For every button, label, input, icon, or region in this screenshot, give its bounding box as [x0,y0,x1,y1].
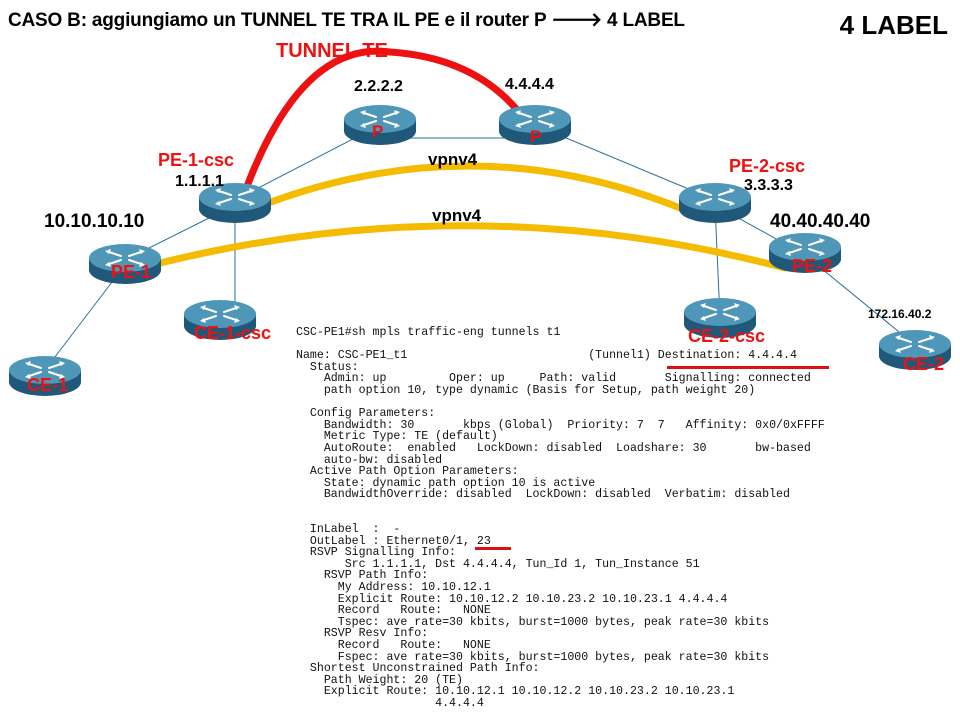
cli-line: AutoRoute: enabled LockDown: disabled Lo… [296,441,811,455]
vpnv4-session-top [241,162,694,216]
p-left-address: 2.2.2.2 [354,78,403,95]
cli-line: CSC-PE1#sh mpls traffic-eng tunnels t1 [296,326,561,339]
pe2csc-address: 3.3.3.3 [744,177,793,194]
pe1csc-address: 1.1.1.1 [175,173,224,190]
cli-line: Name: CSC-PE1_t1 (Tunnel1) Destination: … [296,349,797,363]
cli-line: Tspec: ave rate=30 kbits, burst=1000 byt… [296,615,770,629]
cli-line: 4.4.4.4 [296,697,484,710]
ce2-address: 172.16.40.2 [868,307,932,321]
cli-line: Record Route: NONE [296,604,491,618]
vpnv4-session-bottom [148,222,789,272]
cli-line: Path Weight: 20 (TE) [296,673,463,687]
cli-line: InLabel : - [296,523,401,537]
page-title: CASO B: aggiungiamo un TUNNEL TE TRA IL … [8,9,685,31]
pe1-address: 10.10.10.10 [44,211,145,232]
label-count-badge: 4 LABEL [839,10,948,40]
cli-line: Metric Type: TE (default) [296,430,498,444]
cli-line: State: dynamic path option 10 is active [296,476,596,490]
p-right-address: 4.4.4.4 [505,76,554,93]
cli-line: Explicit Route: 10.10.12.2 10.10.23.2 10… [296,592,728,606]
p-right-name: P [530,127,542,146]
cli-line: Admin: up Oper: up Path: valid Signallin… [296,372,811,386]
cli-line: Fspec: ave rate=30 kbits, burst=1000 byt… [296,650,770,664]
ce2-name: CE-2 [903,354,945,374]
cli-line: Explicit Route: 10.10.12.1 10.10.12.2 10… [296,685,735,699]
cli-line: Shortest Unconstrained Path Info: [296,662,540,676]
destination-underline [667,366,829,369]
pe2-address: 40.40.40.40 [770,211,871,232]
cli-line: Status: [296,360,359,374]
cli-line: RSVP Path Info: [296,569,429,583]
tunnel-te-label: TUNNEL TE [276,40,388,62]
te-tunnel-path [239,47,529,201]
router-pe2csc [678,182,752,224]
vpnv4-bottom-label: vpnv4 [432,206,482,225]
cli-line: My Address: 10.10.12.1 [296,581,491,595]
cli-line: Active Path Option Parameters: [296,465,519,479]
ce1csc-name: CE-1-csc [194,323,272,343]
cli-line: path option 10, type dynamic (Basis for … [296,383,756,397]
cli-line: Config Parameters: [296,407,436,421]
outlabel-underline [475,547,511,550]
pe1csc-name: PE-1-csc [158,150,235,170]
cli-output: CSC-PE1#sh mpls traffic-eng tunnels t1 N… [296,327,825,710]
cli-line: RSVP Signalling Info: [296,546,457,560]
vpnv4-top-label: vpnv4 [428,150,478,169]
ce2csc-name: CE-2-csc [688,326,766,346]
cli-line: Record Route: NONE [296,639,491,653]
cli-line: Src 1.1.1.1, Dst 4.4.4.4, Tun_Id 1, Tun_… [296,557,700,571]
cli-line: OutLabel : Ethernet0/1, 23 [296,534,491,548]
pe2csc-name: PE-2-csc [729,156,806,176]
p-left-name: P [372,122,384,141]
cli-line: auto-bw: disabled [296,453,443,467]
pe1-name: PE-1 [111,262,152,282]
cli-line: RSVP Resv Info: [296,627,429,641]
ce1-name: CE-1 [27,375,69,395]
cli-line: BandwidthOverride: disabled LockDown: di… [296,488,790,502]
cli-line: Bandwidth: 30 kbps (Global) Priority: 7 … [296,418,825,432]
pe2-name: PE-2 [792,256,833,276]
